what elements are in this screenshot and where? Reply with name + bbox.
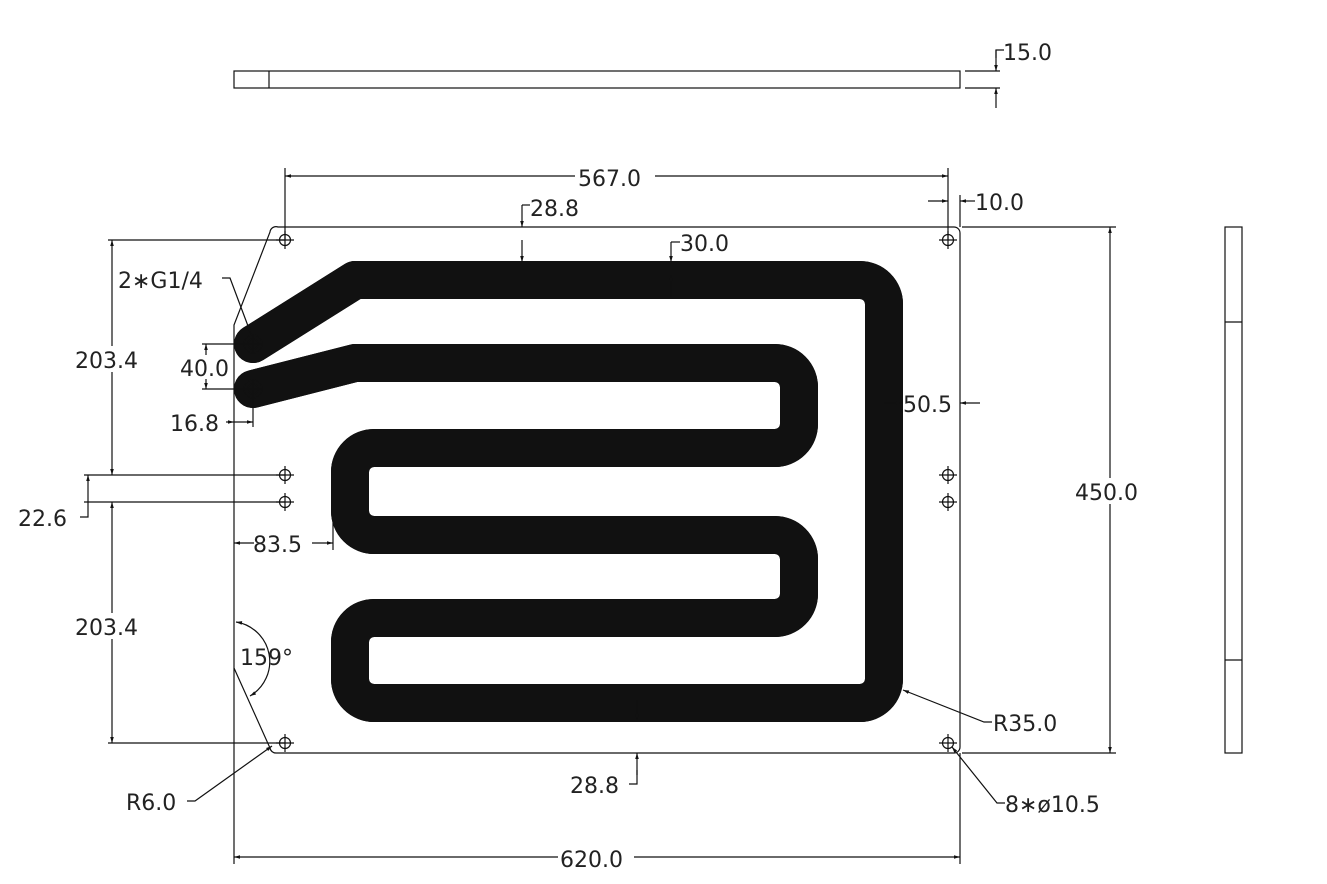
- top-edge-view: 15.0: [233, 41, 1052, 108]
- dim-port-edge-offset: 16.8: [170, 412, 219, 437]
- mount-hole-spec-label: 8∗ø10.5: [1005, 793, 1100, 818]
- inlet-port: [243, 334, 263, 354]
- mounting-holes: [276, 231, 957, 752]
- plate-outline: [233, 226, 961, 754]
- mounting-hole-icon: [939, 466, 957, 484]
- dim-chamfer-angle: 159°: [240, 646, 293, 671]
- dim-overall-width: 620.0: [560, 848, 623, 873]
- dim-hole-pair-spacing: 22.6: [18, 507, 67, 532]
- dim-channel-left-offset: 83.5: [253, 533, 302, 558]
- dim-channel-bottom-offset: 28.8: [570, 774, 619, 799]
- side-view: [1224, 226, 1243, 754]
- dim-edge-hole-offset: 10.0: [975, 191, 1024, 216]
- mounting-hole-icon: [939, 493, 957, 511]
- cooling-channel: [234, 261, 903, 722]
- thickness-label: 15.0: [1003, 41, 1052, 66]
- mounting-hole-icon: [939, 734, 957, 752]
- dim-overall-height: 450.0: [1075, 481, 1138, 506]
- dim-channel-corner-radius: R35.0: [993, 712, 1057, 737]
- dim-corner-radius: R6.0: [126, 791, 176, 816]
- dim-hole-pitch-lower: 203.4: [75, 616, 138, 641]
- dim-hole-span-width: 567.0: [578, 167, 641, 192]
- dim-channel-top-offset: 28.8: [530, 197, 579, 222]
- dim-channel-width: 30.0: [680, 232, 729, 257]
- dim-hole-pitch-upper: 203.4: [75, 349, 138, 374]
- port-spec-label: 2∗G1/4: [118, 269, 203, 294]
- outlet-port: [243, 379, 263, 399]
- dim-port-spacing: 40.0: [180, 357, 229, 382]
- dimensions: 567.0 10.0 28.8 30.0 50.5 450.0 203.: [18, 164, 1138, 873]
- dim-channel-side-offset: 50.5: [903, 393, 952, 418]
